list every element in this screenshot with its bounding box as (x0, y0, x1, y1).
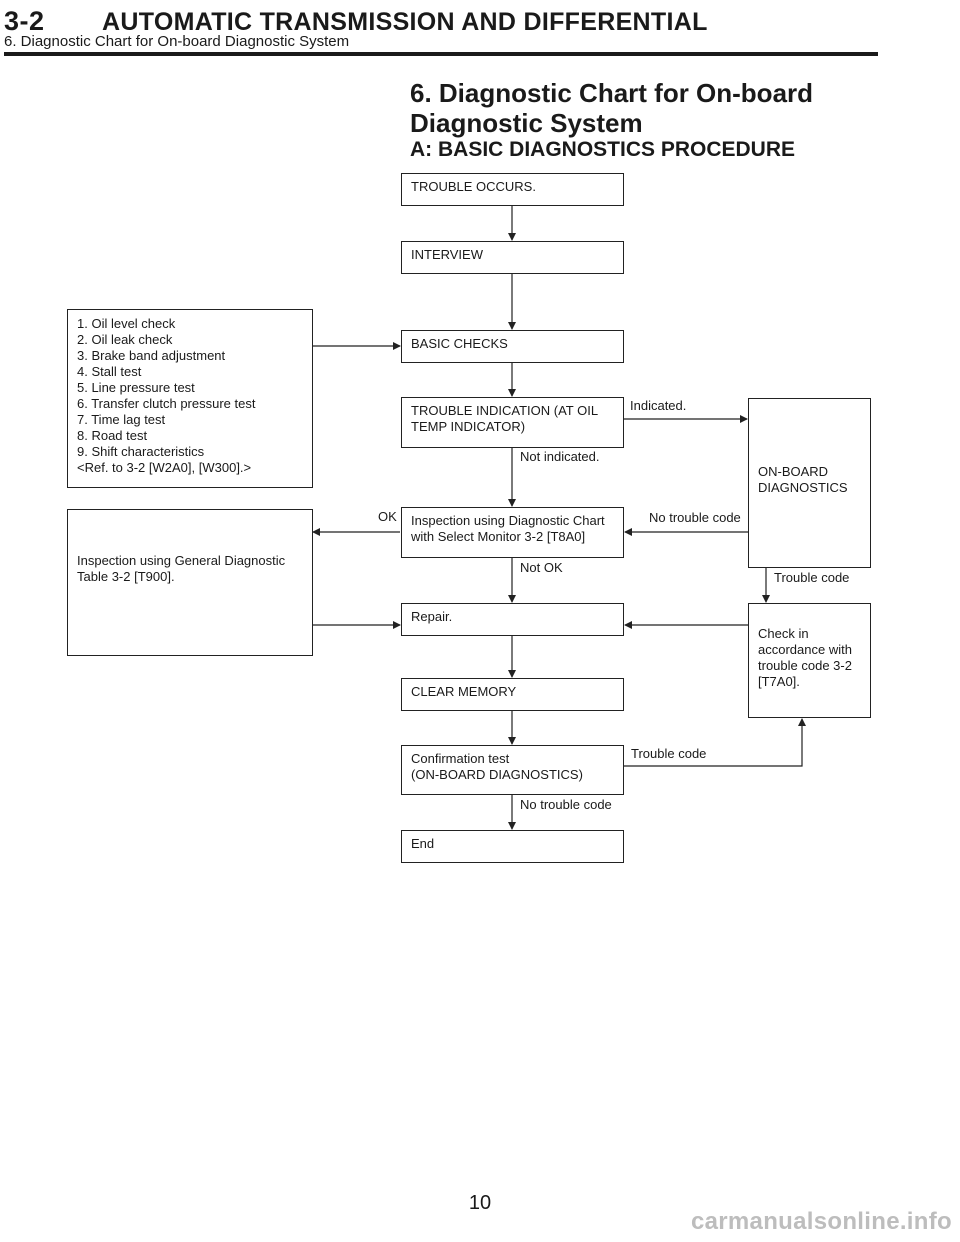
section-title: 6. Diagnostic Chart for On-board Diagnos… (410, 78, 814, 138)
label-not-indicated: Not indicated. (520, 449, 600, 464)
label-indicated: Indicated. (630, 398, 687, 413)
box-inspection-select-monitor: Inspection using Diagnostic Chart with S… (401, 507, 624, 558)
label-trouble-code-1: Trouble code (774, 570, 850, 585)
box-clear-memory: CLEAR MEMORY (401, 678, 624, 711)
section-number: 3-2 (4, 6, 45, 36)
box-basic-checks: BASIC CHECKS (401, 330, 624, 363)
section-subtitle: A: BASIC DIAGNOSTICS PROCEDURE (410, 138, 796, 161)
page-header-title: AUTOMATIC TRANSMISSION AND DIFFERENTIAL (102, 8, 708, 36)
box-general-diagnostic: Inspection using General Diagnostic Tabl… (67, 509, 313, 656)
label-ok: OK (378, 509, 397, 524)
label-no-trouble-code-1: No trouble code (649, 510, 741, 525)
box-trouble-indication: TROUBLE INDICATION (AT OIL TEMP INDICATO… (401, 397, 624, 448)
box-interview: INTERVIEW (401, 241, 624, 274)
label-no-trouble-code-2: No trouble code (520, 797, 612, 812)
page-header-subtitle: 6. Diagnostic Chart for On-board Diagnos… (4, 33, 350, 50)
box-confirmation-test: Confirmation test (ON-BOARD DIAGNOSTICS) (401, 745, 624, 795)
watermark: carmanualsonline.info (690, 1208, 952, 1235)
box-end: End (401, 830, 624, 863)
box-on-board-diagnostics: ON-BOARD DIAGNOSTICS (748, 398, 871, 568)
label-trouble-code-2: Trouble code (631, 746, 707, 761)
box-basic-checks-list: 1. Oil level check 2. Oil leak check 3. … (67, 309, 313, 488)
box-trouble-occurs: TROUBLE OCCURS. (401, 173, 624, 206)
label-not-ok: Not OK (520, 560, 563, 575)
connector-confirm-to-check (624, 718, 806, 767)
box-repair: Repair. (401, 603, 624, 636)
box-check-trouble-code: Check in accordance with trouble code 3-… (748, 603, 871, 718)
header-divider (4, 52, 878, 56)
page-number: 10 (468, 1192, 492, 1214)
